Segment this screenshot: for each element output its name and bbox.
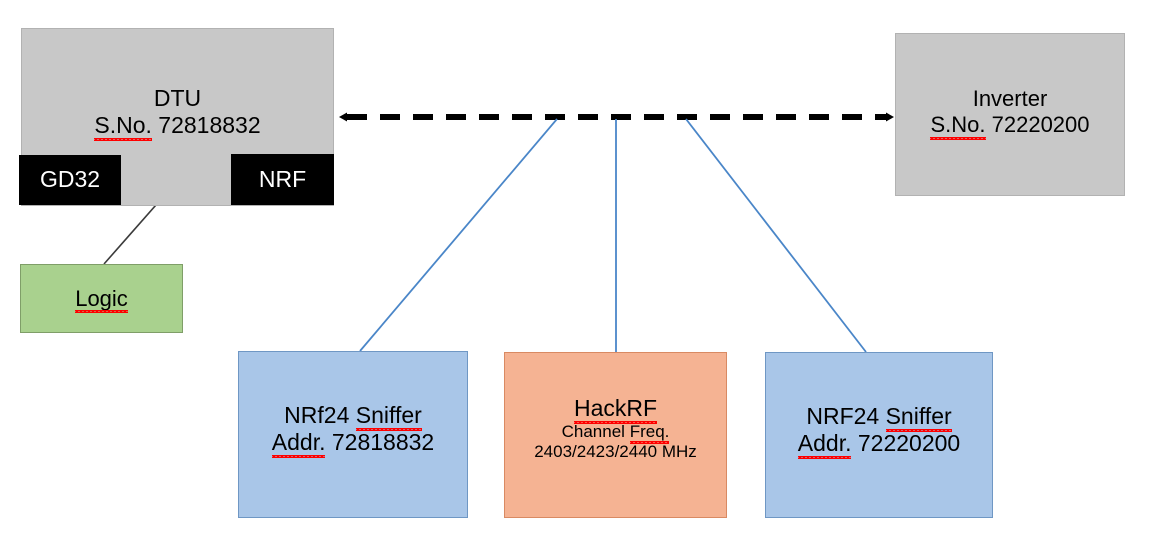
sniffer-right-addr-label: Addr. <box>797 430 852 460</box>
node-logic[interactable]: Logic <box>20 264 183 333</box>
sniffer-right-title-b: Sniffer <box>885 403 952 433</box>
inverter-serial: S.No. 72220200 <box>930 111 1090 140</box>
node-sniffer-left[interactable]: NRf24 Sniffer Addr. 72818832 <box>238 351 468 518</box>
node-inverter[interactable]: Inverter S.No. 72220200 <box>895 33 1125 196</box>
gd32-label: GD32 <box>39 166 101 193</box>
node-sniffer-right[interactable]: NRF24 Sniffer Addr. 72220200 <box>765 352 993 518</box>
sniffer-left-addr-label: Addr. <box>271 429 326 459</box>
node-gd32[interactable]: GD32 <box>19 155 121 205</box>
sniffer-right-title-a: NRF24 <box>806 403 880 429</box>
hackrf-title-text: HackRF <box>573 395 658 425</box>
dtu-serial: S.No. 72818832 <box>94 112 261 142</box>
node-hackrf[interactable]: HackRF Channel Freq. 2403/2423/2440 MHz <box>504 352 727 518</box>
hackrf-frequencies: 2403/2423/2440 MHz <box>534 442 697 462</box>
sniffer-left-title-b: Sniffer <box>355 402 422 432</box>
sniffer-left-addr-value: 72818832 <box>331 429 435 456</box>
connector-sniffer-left-link <box>359 118 558 352</box>
sniffer-left-title: NRf24 Sniffer <box>284 402 422 432</box>
inverter-serial-prefix: S.No. <box>930 111 986 140</box>
inverter-serial-value: 72220200 <box>991 111 1090 137</box>
hackrf-channel-word: Channel <box>561 422 625 442</box>
node-nrf[interactable]: NRF <box>231 154 334 205</box>
connector-sniffer-right-link <box>685 118 867 353</box>
nrf-label: NRF <box>258 165 307 192</box>
dtu-serial-value: 72818832 <box>158 112 261 139</box>
hackrf-title: HackRF <box>573 395 658 425</box>
logic-label: Logic <box>75 285 128 314</box>
sniffer-left-title-a: NRf24 <box>284 402 350 428</box>
sniffer-right-addr-value: 72220200 <box>857 430 961 457</box>
dtu-serial-prefix: S.No. <box>94 112 152 142</box>
sniffer-left-addr: Addr. 72818832 <box>271 429 435 459</box>
hackrf-channel-label: Channel Freq. <box>561 422 670 445</box>
hackrf-freq-word: Freq. <box>629 422 670 445</box>
sniffer-right-addr: Addr. 72220200 <box>797 430 961 460</box>
logic-label-text: Logic <box>75 285 128 314</box>
inverter-title: Inverter <box>972 86 1048 111</box>
sniffer-right-title: NRF24 Sniffer <box>806 403 952 433</box>
dtu-title: DTU <box>153 85 202 111</box>
